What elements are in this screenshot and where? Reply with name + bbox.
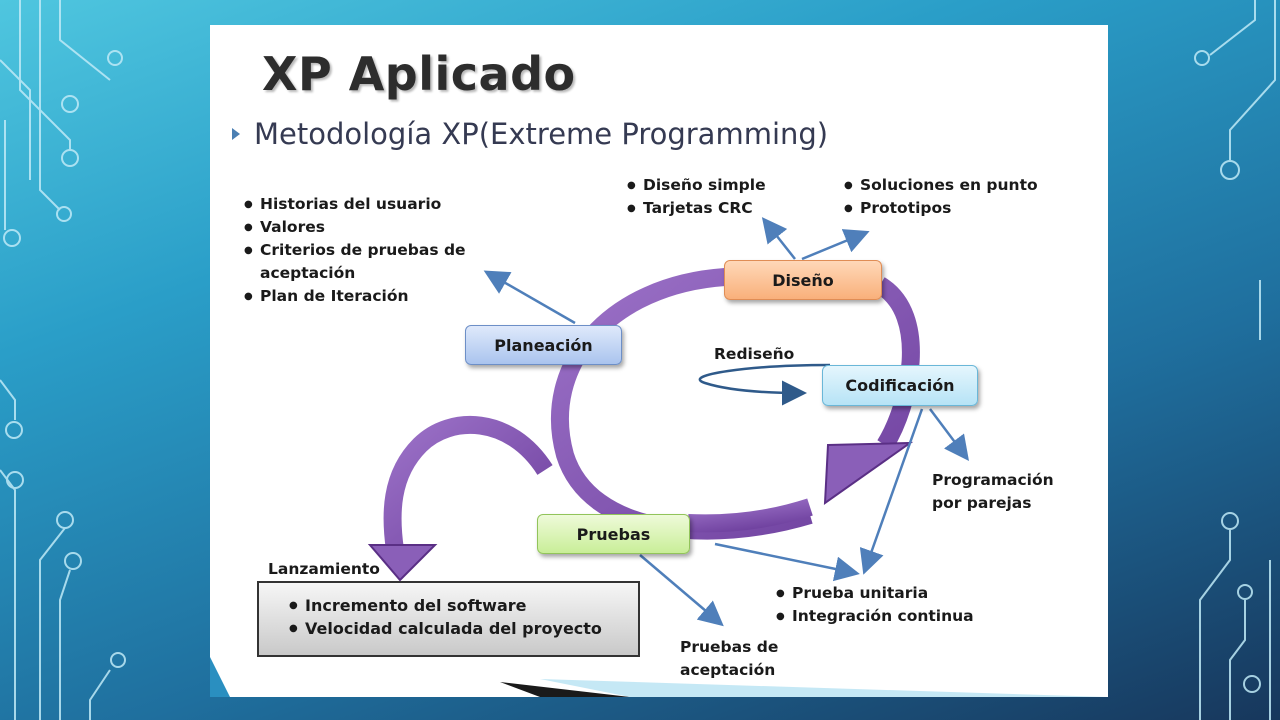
- list-item: Prueba unitaria: [776, 582, 974, 605]
- list-item: Plan de Iteración: [244, 285, 466, 308]
- xp-cycle-diagram: [367, 217, 969, 627]
- acceptance-tests-line-2: aceptación: [680, 661, 776, 679]
- list-item: Valores: [244, 216, 466, 239]
- pair-programming-line-1: Programación: [932, 471, 1054, 489]
- phase-planning-label: Planeación: [494, 335, 593, 355]
- pair-programming-label: Programación por parejas: [932, 469, 1054, 515]
- cycle-ring-arrowhead: [823, 441, 914, 506]
- list-item: Incremento del software: [289, 594, 602, 617]
- phase-coding-box: Codificación: [822, 365, 978, 406]
- phase-testing-label: Pruebas: [576, 524, 651, 544]
- phase-design-box: Diseño: [724, 260, 882, 300]
- phase-design-label: Diseño: [772, 270, 834, 290]
- bottom-decoration: [210, 657, 1108, 697]
- slide-subtitle: Metodología XP(Extreme Programming): [232, 117, 828, 151]
- list-item: Historias del usuario: [244, 193, 466, 216]
- release-loop-arrowhead: [367, 544, 438, 582]
- list-item: Velocidad calculada del proyecto: [289, 617, 602, 640]
- release-label: Lanzamiento: [268, 560, 380, 578]
- cycle-ring-bottom: [687, 498, 813, 533]
- phase-planning-box: Planeación: [465, 325, 622, 365]
- list-item: Criterios de pruebas de: [244, 239, 466, 262]
- circuit-decoration-left: [0, 0, 126, 720]
- arrow-design-to-left: [761, 217, 796, 260]
- pair-programming-line-2: por parejas: [932, 494, 1032, 512]
- circuit-decoration-right: [1194, 0, 1276, 720]
- acceptance-tests-line-1: Pruebas de: [680, 638, 779, 656]
- arrow-planning-to-list: [483, 270, 576, 325]
- list-item: Integración continua: [776, 605, 974, 628]
- list-item: Soluciones en punto: [844, 174, 1038, 197]
- slide-content: XP Aplicado Metodología XP(Extreme Progr…: [210, 25, 1108, 697]
- planning-items-list: Historias del usuario Valores Criterios …: [244, 193, 466, 308]
- bullet-triangle-icon: [232, 128, 240, 140]
- acceptance-tests-label: Pruebas de aceptación: [680, 636, 778, 682]
- arrow-testing-to-unit: [714, 542, 860, 582]
- arrow-testing-to-acceptance: [639, 554, 724, 627]
- design-items-left-list: Diseño simple Tarjetas CRC: [627, 174, 766, 220]
- release-box: Incremento del software Velocidad calcul…: [257, 581, 640, 657]
- list-item: Diseño simple: [627, 174, 766, 197]
- phase-testing-box: Pruebas: [537, 514, 690, 554]
- list-item-continued: aceptación: [260, 264, 356, 282]
- redesign-label: Rediseño: [714, 345, 795, 363]
- unit-tests-list: Prueba unitaria Integración continua: [776, 582, 974, 628]
- redesign-loop-arrow: [698, 363, 831, 406]
- release-items-list: Incremento del software Velocidad calcul…: [289, 594, 602, 640]
- slide-title: XP Aplicado: [262, 47, 576, 101]
- arrow-design-to-right: [801, 229, 870, 261]
- release-loop-arrow: [383, 416, 553, 552]
- design-items-right-list: Soluciones en punto Prototipos: [844, 174, 1038, 220]
- list-item: Tarjetas CRC: [627, 197, 766, 220]
- list-item: Prototipos: [844, 197, 1038, 220]
- arrow-coding-to-unit: [859, 408, 924, 575]
- phase-coding-label: Codificación: [845, 376, 955, 395]
- slide-subtitle-text: Metodología XP(Extreme Programming): [254, 117, 829, 151]
- arrow-coding-to-pair: [929, 408, 969, 461]
